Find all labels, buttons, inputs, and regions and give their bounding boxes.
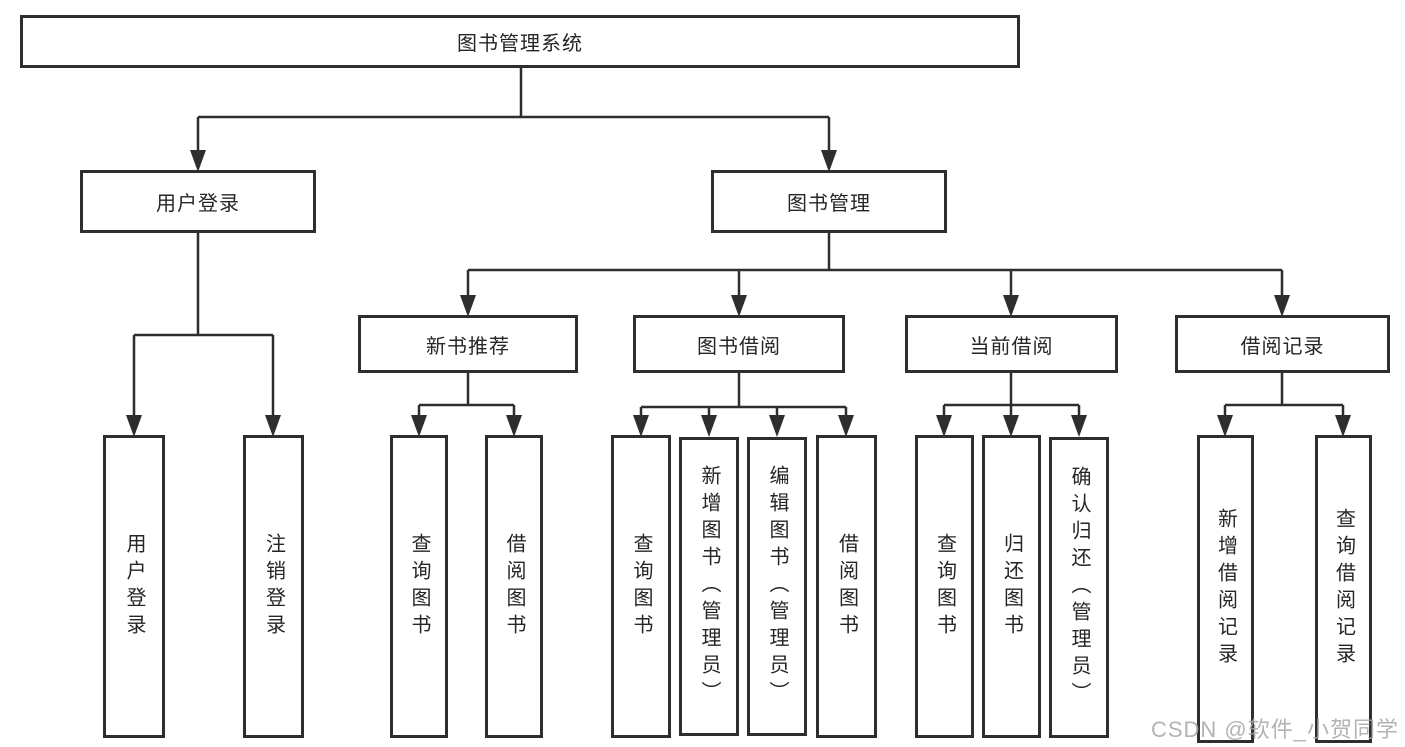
leaf-current-query-books-label: 查询图书	[933, 532, 956, 641]
leaf-add-borrow-record-label: 新增借阅记录	[1214, 508, 1237, 670]
leaf-query-borrow-record-label: 查询借阅记录	[1332, 508, 1355, 670]
node-library-system: 图书管理系统	[20, 15, 1020, 68]
node-book-management-label: 图书管理	[787, 193, 871, 215]
node-new-book-recommend-label: 新书推荐	[426, 335, 510, 358]
arrowhead-icon	[1335, 415, 1351, 437]
node-book-borrowing: 图书借阅	[633, 315, 845, 373]
node-new-book-recommend: 新书推荐	[358, 315, 578, 373]
leaf-borrowing-query-books-label: 查询图书	[630, 532, 652, 641]
arrowhead-icon	[936, 415, 952, 437]
leaf-logout: 注销登录	[243, 435, 304, 738]
arrowhead-icon	[411, 415, 427, 437]
node-borrowing-records: 借阅记录	[1175, 315, 1390, 373]
leaf-borrowing-borrow-books-label: 借阅图书	[835, 532, 858, 641]
node-user-login: 用户登录	[80, 170, 316, 233]
connector-lines	[132, 68, 1345, 419]
leaf-logout-label: 注销登录	[262, 532, 285, 641]
arrowhead-icon	[821, 150, 837, 172]
arrowhead-icon	[1071, 415, 1087, 437]
leaf-borrowing-borrow-books: 借阅图书	[816, 435, 877, 738]
leaf-add-borrow-record: 新增借阅记录	[1197, 435, 1254, 743]
leaf-return-books: 归还图书	[982, 435, 1041, 738]
arrowhead-icon	[1217, 415, 1233, 437]
leaf-add-books-admin: 新增图书（管理员）	[679, 437, 739, 736]
node-current-borrowing-label: 当前借阅	[969, 335, 1054, 358]
leaf-recommend-borrow-books: 借阅图书	[485, 435, 543, 738]
leaf-current-query-books: 查询图书	[915, 435, 974, 738]
node-user-login-label: 用户登录	[156, 193, 240, 215]
arrowhead-icon	[265, 415, 281, 437]
leaf-recommend-query-books-label: 查询图书	[408, 532, 430, 641]
leaf-user-login-label: 用户登录	[123, 532, 145, 641]
node-borrowing-records-label: 借阅记录	[1240, 335, 1325, 358]
node-current-borrowing: 当前借阅	[905, 315, 1118, 373]
node-book-management: 图书管理	[711, 170, 947, 233]
leaf-user-login: 用户登录	[103, 435, 165, 738]
leaf-recommend-query-books: 查询图书	[390, 435, 448, 738]
arrowhead-icon	[506, 415, 522, 437]
node-library-system-label: 图书管理系统	[457, 33, 583, 55]
leaf-add-books-admin-label: 新增图书（管理员）	[698, 465, 720, 708]
leaf-confirm-return-admin: 确认归还（管理员）	[1049, 437, 1109, 738]
arrowhead-icon	[126, 415, 142, 437]
leaf-edit-books-admin-label: 编辑图书（管理员）	[766, 465, 788, 708]
arrowhead-icon	[731, 295, 747, 317]
leaf-query-borrow-record: 查询借阅记录	[1315, 435, 1372, 743]
arrowhead-icon	[1003, 295, 1019, 317]
arrowhead-icon	[838, 415, 854, 437]
arrowhead-icon	[1003, 415, 1019, 437]
leaf-return-books-label: 归还图书	[1000, 532, 1023, 641]
leaf-borrowing-query-books: 查询图书	[611, 435, 671, 738]
arrowhead-icon	[190, 150, 206, 172]
leaf-recommend-borrow-books-label: 借阅图书	[503, 532, 525, 641]
node-book-borrowing-label: 图书借阅	[697, 335, 781, 358]
watermark: CSDN @软件_小贺同学	[1150, 717, 1399, 742]
arrowhead-icon	[633, 415, 649, 437]
leaf-edit-books-admin: 编辑图书（管理员）	[747, 437, 807, 736]
leaf-confirm-return-admin-label: 确认归还（管理员）	[1068, 466, 1090, 709]
arrowhead-icon	[701, 415, 717, 437]
arrowhead-icon	[1274, 295, 1290, 317]
arrowhead-icon	[769, 415, 785, 437]
arrowhead-icon	[460, 295, 476, 317]
